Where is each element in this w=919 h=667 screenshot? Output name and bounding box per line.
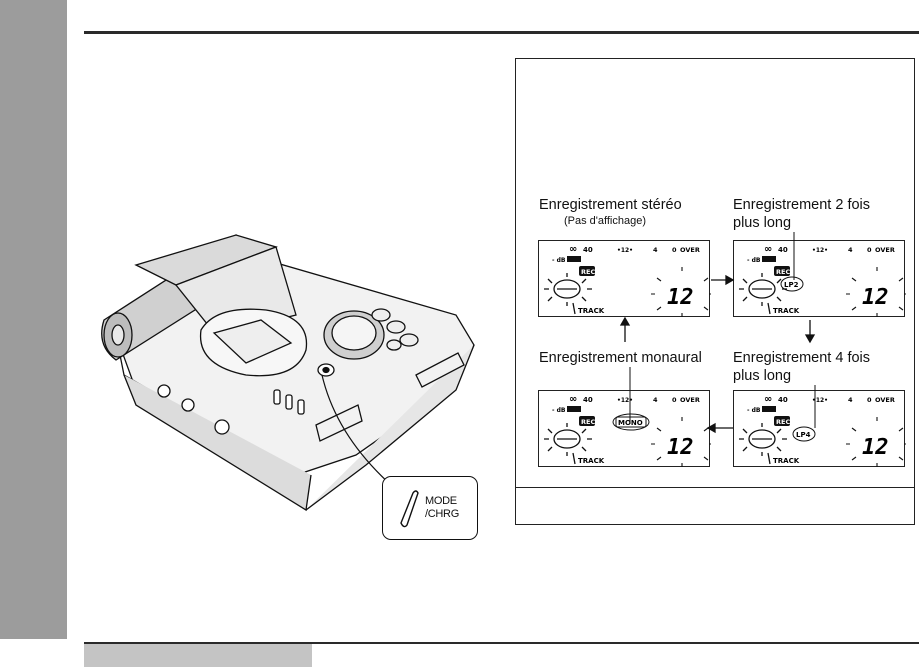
side-tab — [0, 0, 67, 639]
mode-label: MODE — [425, 495, 457, 507]
top-rule — [84, 31, 919, 34]
diagram-connectors — [515, 58, 915, 525]
mode-chrg-button-callout: MODE /CHRG — [382, 476, 478, 540]
chrg-label: /CHRG — [425, 508, 459, 520]
bottom-tab — [84, 644, 312, 667]
slide-switch-icon — [395, 487, 421, 529]
